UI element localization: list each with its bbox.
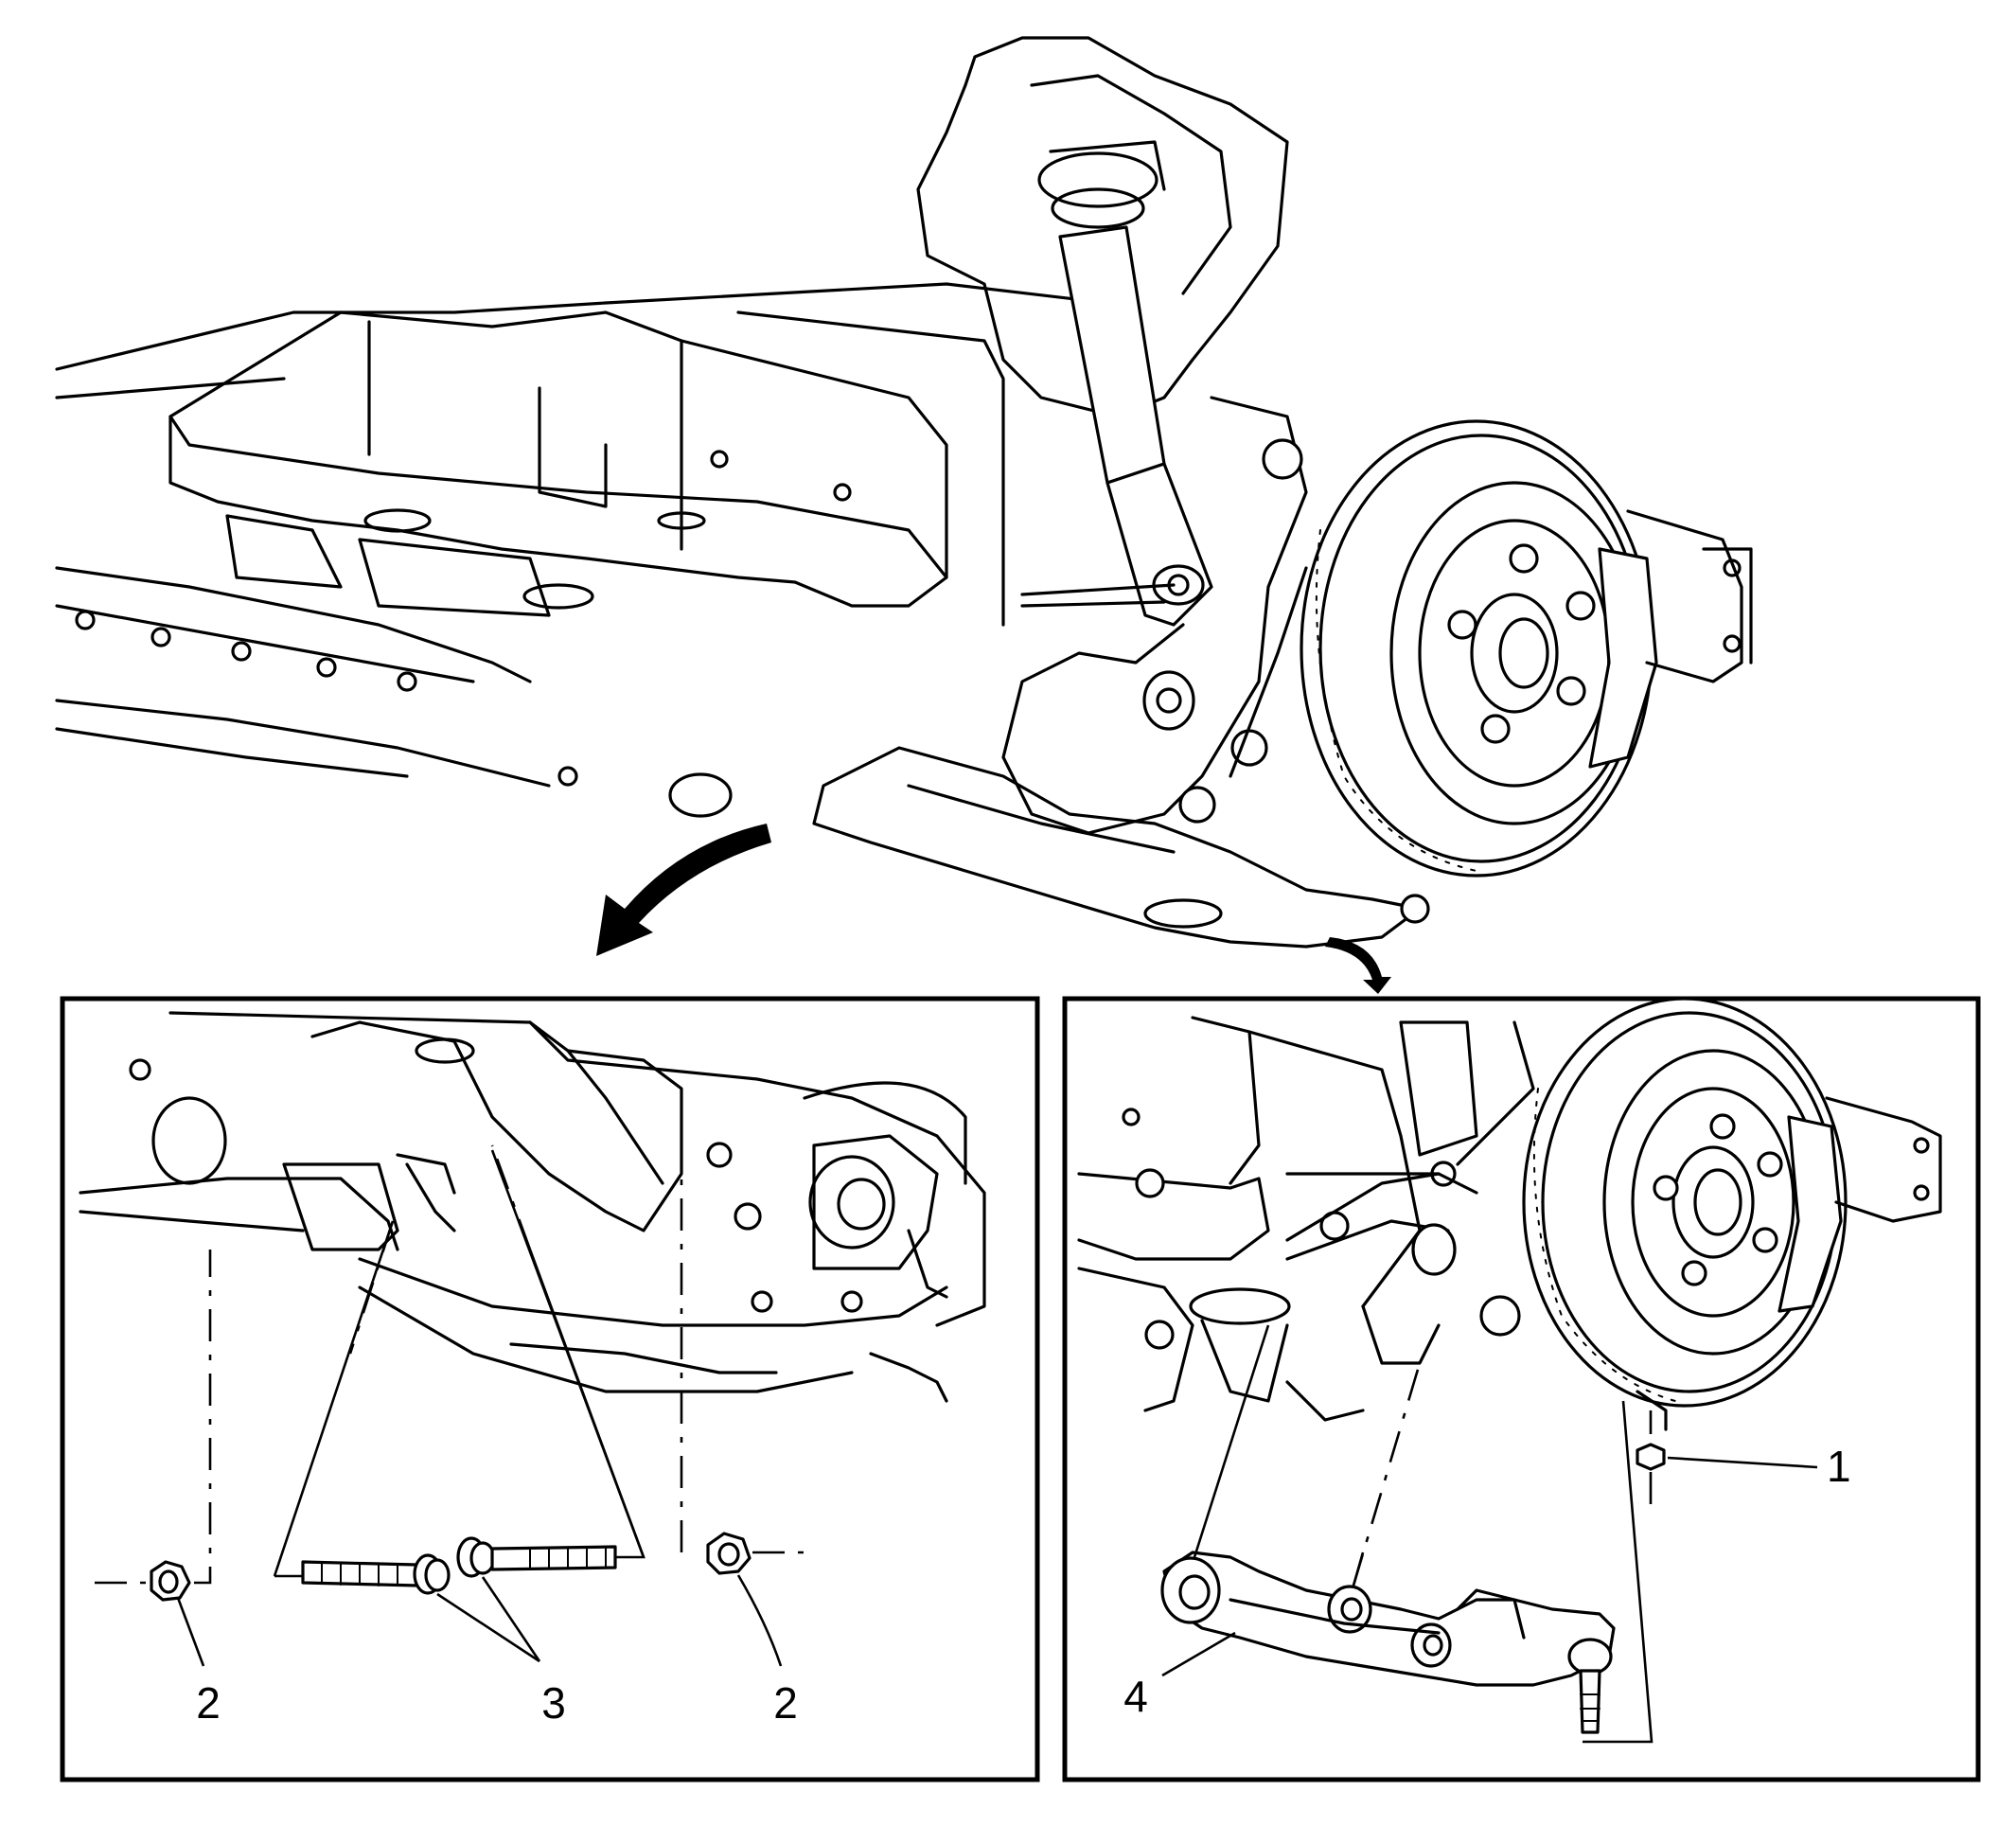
bolt-right [456, 1536, 617, 1578]
arrow-to-left-detail [596, 824, 771, 956]
callout-3: 3 [541, 1678, 566, 1728]
rail-fastener-row [75, 610, 417, 692]
knuckle-assembly [1001, 396, 1308, 835]
brake-rotor-hub [1300, 419, 1658, 878]
left-fasteners [150, 1532, 752, 1602]
crossmember [168, 310, 1005, 818]
right-detail-structure [1077, 997, 1942, 1431]
bolt-left [301, 1553, 451, 1595]
detail-panel-right: 1 4 [1062, 996, 1981, 1782]
detail-frame-right [1062, 996, 1981, 1782]
main-suspension-view [55, 36, 1753, 994]
left-leaders [176, 1574, 783, 1667]
shock-absorber [1020, 225, 1213, 627]
lower-control-arm-removed [1160, 1551, 1616, 1734]
callout-4: 4 [1123, 1672, 1148, 1721]
detail-panel-left: 2 3 2 [60, 996, 1040, 1782]
frame-rail-right [1626, 509, 1753, 683]
left-detail-structure [79, 1011, 986, 1403]
callout-1: 1 [1827, 1442, 1851, 1491]
flange-nut-right [706, 1532, 752, 1575]
lower-control-arm-installed [812, 746, 1430, 948]
control-arm-bushing [808, 1155, 895, 1250]
left-alignment-lines [95, 1144, 805, 1585]
right-alignment-lines [1193, 1324, 1653, 1744]
right-leaders [1161, 1456, 1818, 1677]
arrow-to-right-detail [1325, 937, 1391, 994]
shock-tower-panel [916, 36, 1289, 418]
callout-2-left: 2 [196, 1678, 221, 1728]
flange-nut-left [150, 1560, 191, 1602]
wheel-studs [1447, 543, 1596, 744]
detail-frame-left [60, 996, 1040, 1782]
callout-2-right: 2 [773, 1678, 798, 1728]
view-arrows [596, 824, 1391, 994]
ball-joint-nut [1636, 1443, 1666, 1471]
frame-rail [55, 282, 1109, 788]
